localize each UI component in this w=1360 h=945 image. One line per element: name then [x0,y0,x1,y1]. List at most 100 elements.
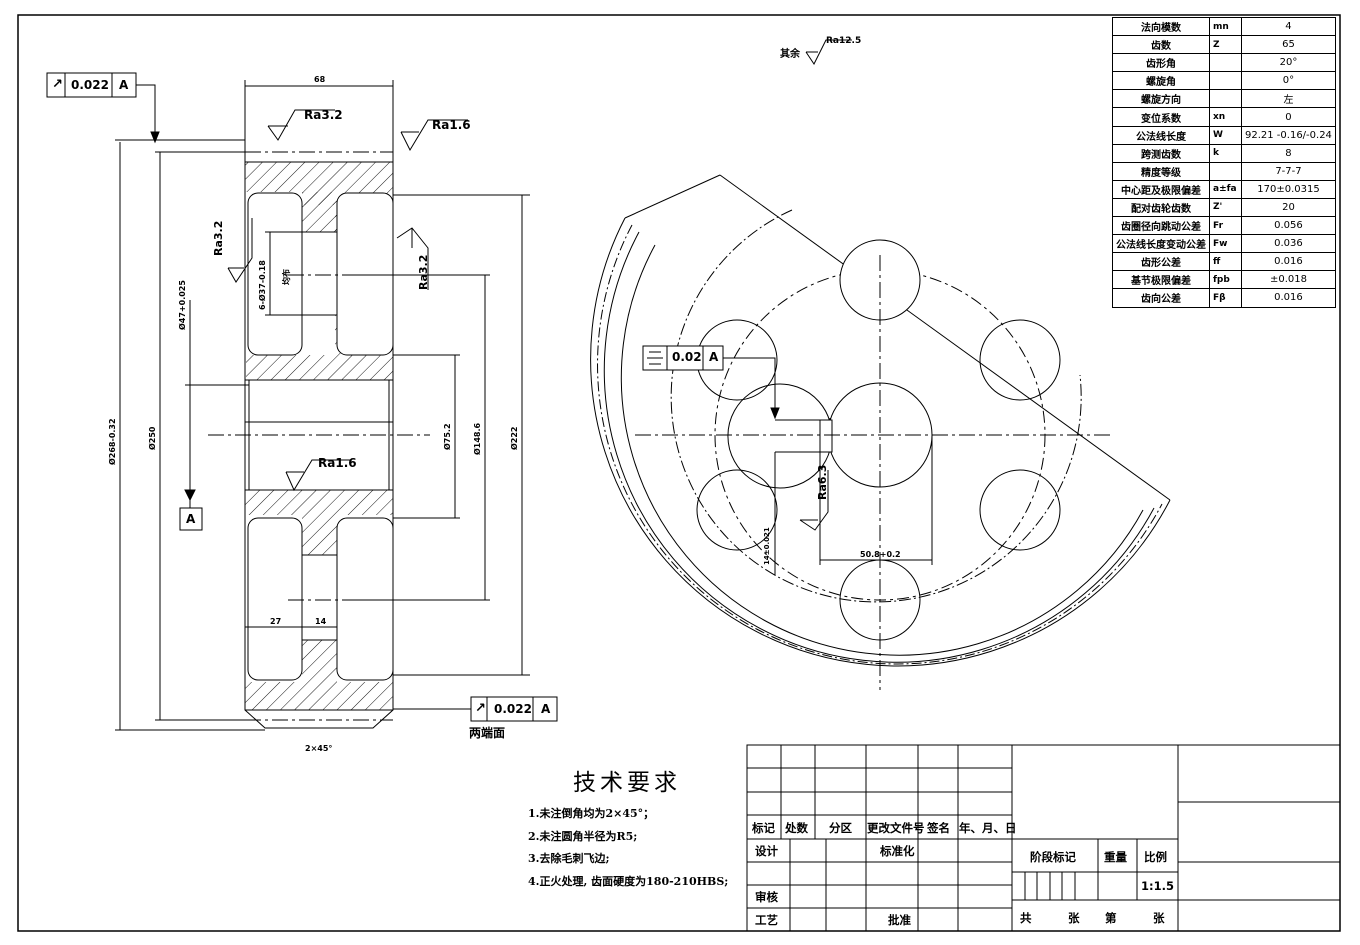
roughness-ra32-web: Ra3.2 [417,254,430,290]
roughness-ra16-bore: Ra1.6 [318,456,357,470]
datum-a-label: A [186,512,196,526]
param-row: 齿形角 20° [1112,53,1336,73]
param-val: 0.016 [1241,288,1336,308]
param-name: 跨测齿数 [1112,143,1210,163]
param-name: 精度等级 [1112,161,1210,181]
symmetry-datum: A [709,350,719,364]
tb-mark: 标记 [752,821,775,835]
tb-no: 第 [1105,911,1117,925]
param-val: 65 [1241,35,1336,55]
param-name: 齿圈径向跳动公差 [1112,216,1210,236]
other-roughness-value: Ra12.5 [826,36,862,46]
dim-d222: Ø222 [510,426,519,451]
dim-d47: Ø47+0.025 [178,280,187,330]
dim-d250: Ø250 [148,426,157,451]
tb-docno: 更改文件号 [867,821,925,835]
param-name: 齿形公差 [1112,252,1210,272]
dim-width: 68 [314,75,326,84]
param-sym: W [1209,125,1242,145]
param-name: 齿向公差 [1112,288,1210,308]
rim-bottom-hatch [245,682,393,710]
param-name: 基节极限偏差 [1112,270,1210,290]
tech-title: 技术要求 [573,770,681,796]
param-sym: a±fa [1209,179,1242,199]
param-name: 配对齿轮齿数 [1112,197,1210,218]
technical-requirements: 技术要求 1.未注倒角均为2×45°； 2.未注圆角半径为R5; 3.去除毛刺飞… [528,763,728,893]
param-name: 齿形角 [1112,53,1210,73]
tech-item-1: 1.未注倒角均为2×45°； [528,807,655,820]
param-val: 0.036 [1241,234,1336,254]
param-sym: mn [1209,16,1242,37]
param-val: 8 [1241,143,1336,163]
dim-holes: 6-Ø37-0.18 [258,260,267,310]
dim-d75: Ø75.2 [443,423,452,450]
tb-zone: 分区 [829,821,852,835]
dim-keywidth: 14±0.021 [763,527,771,565]
tb-standard: 标准化 [880,844,915,858]
tb-total: 共 [1020,911,1032,925]
section-view [46,72,558,731]
param-sym [1209,53,1242,73]
param-val: 20° [1241,53,1336,73]
tb-design: 设计 [755,844,778,858]
param-sym: ff [1209,252,1242,272]
param-val: ±0.018 [1241,270,1336,290]
tb-date: 年、月、日 [959,821,1017,835]
tb-scale-label: 比例 [1144,850,1167,864]
param-val: 0.056 [1241,216,1336,236]
tb-stage: 阶段标记 [1030,850,1076,864]
tb-sign: 签名 [927,821,950,835]
dim-27: 27 [270,617,282,626]
param-sym: Z [1209,35,1242,55]
param-name: 齿数 [1112,35,1210,55]
datum-ref-top: A [119,78,129,92]
tb-sheets1: 张 [1068,911,1080,925]
dim-holes-note: 均布 [282,269,291,285]
roughness-ra32-left: Ra3.2 [212,220,225,256]
param-sym [1209,89,1242,109]
param-val: 0.016 [1241,252,1336,272]
param-sym: xn [1209,107,1242,127]
param-name: 公法线长度 [1112,125,1210,145]
param-sym [1209,71,1242,91]
param-sym: Fw [1209,234,1242,254]
param-row: 螺旋方向左 [1112,89,1336,109]
param-name: 螺旋角 [1112,71,1210,91]
tech-item-3: 3.去除毛刺飞边; [528,852,610,865]
tech-item-4: 4.正火处理, 齿面硬度为180-210HBS; [528,874,729,888]
runout-tol-top: 0.022 [71,78,109,92]
tb-sheets2: 张 [1153,911,1165,925]
param-name: 法向模数 [1112,16,1210,37]
other-roughness-label: 其余 [780,49,800,60]
title-block [746,744,1341,932]
dim-chamfer: 2×45° [305,744,333,753]
param-name: 中心距及极限偏差 [1112,179,1210,199]
param-sym [1209,161,1242,181]
runout-symbol-top: ↗ [52,77,63,92]
param-sym: k [1209,143,1242,163]
roughness-ra32-top: Ra3.2 [304,108,343,122]
param-sym: fpb [1209,270,1242,290]
tb-review: 审核 [755,890,778,904]
param-name: 螺旋方向 [1112,89,1210,109]
end-view [590,39,1171,690]
dim-outer-diameter: Ø268-0.32 [108,418,117,465]
tb-count: 处数 [785,821,808,835]
runout-tol-bottom: 0.022 [494,702,532,716]
param-sym: Fr [1209,216,1242,236]
dim-keyway: 50.8+0.2 [860,550,901,559]
roughness-ra16-right: Ra1.6 [432,118,471,132]
tb-approve: 批准 [888,913,911,927]
param-val: 92.21 -0.16/-0.24 [1241,125,1336,145]
